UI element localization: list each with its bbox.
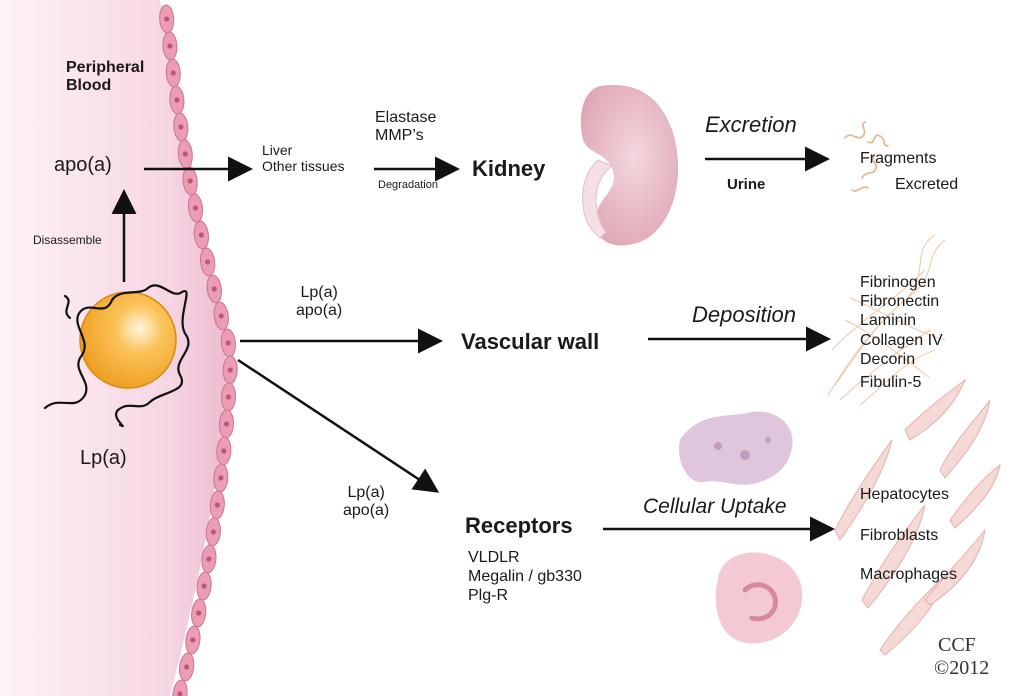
cell-nucleus: [196, 610, 201, 615]
cell-nucleus: [171, 70, 176, 75]
credit-line-2: ©2012: [934, 657, 989, 680]
excretion-label: Excretion: [705, 112, 797, 137]
lpa-label: Lp(a): [80, 447, 127, 470]
cell-nucleus: [215, 502, 220, 507]
kidney-icon: [581, 85, 678, 246]
molecule-lpa: Lp(a): [296, 284, 342, 302]
macrophage-cell-icon: [679, 412, 793, 485]
molecule-lpa: Lp(a): [343, 484, 389, 502]
cell-nucleus: [228, 367, 233, 372]
cell-nucleus: [183, 151, 188, 156]
fibroblast-cells-icon: [835, 380, 1000, 655]
macrophages-label: Macrophages: [860, 566, 957, 584]
vascular-wall-label: Vascular wall: [461, 329, 599, 354]
cell-nucleus: [199, 232, 204, 237]
enzymes-list: Elastase MMP’s: [375, 109, 436, 146]
fragments-label: Fragments: [860, 150, 936, 168]
uptake-molecules: Lp(a) apo(a): [343, 484, 389, 521]
copyright-credit: CCF ©2012: [934, 634, 989, 680]
cell-nucleus: [211, 529, 216, 534]
excreted-label: Excreted: [895, 176, 958, 194]
cell-nucleus: [206, 556, 211, 561]
deposition-label: Deposition: [692, 302, 796, 327]
hepatocytes-label: Hepatocytes: [860, 486, 949, 504]
source-liver: Liver: [262, 142, 344, 158]
cell-nucleus: [184, 664, 189, 669]
cellular-uptake-label: Cellular Uptake: [643, 495, 787, 519]
list-item: Fibulin-5: [860, 373, 943, 392]
title-line-2: Blood: [66, 77, 144, 95]
kidney-label: Kidney: [472, 156, 545, 181]
enzyme-mmps: MMP’s: [375, 127, 436, 145]
source-other-tissues: Other tissues: [262, 158, 344, 174]
disassemble-label: Disassemble: [33, 234, 102, 248]
cell-nucleus: [167, 43, 172, 48]
title-line-1: Peripheral: [66, 59, 144, 77]
matrix-protein-list: Fibrinogen Fibronectin Laminin Collagen …: [860, 273, 943, 392]
degradation-label: Degradation: [378, 179, 438, 192]
list-item: Megalin / gb330: [468, 567, 582, 586]
cell-nucleus: [201, 583, 206, 588]
cell-nucleus: [218, 475, 223, 480]
cell-nucleus: [188, 178, 193, 183]
cell-nucleus: [164, 16, 169, 21]
cell-nucleus: [226, 340, 231, 345]
receptor-list: VLDLR Megalin / gb330 Plg-R: [468, 548, 582, 606]
list-item: Collagen IV: [860, 331, 943, 350]
peripheral-blood-title: Peripheral Blood: [66, 59, 144, 96]
cell-nucleus: [219, 313, 224, 318]
cell-nucleus: [205, 259, 210, 264]
cell-nucleus: [193, 205, 198, 210]
tissue-sources: Liver Other tissues: [262, 142, 344, 174]
cell-nucleus: [178, 124, 183, 129]
list-item: VLDLR: [468, 548, 582, 567]
cell-nucleus: [190, 637, 195, 642]
lpa-to-receptors-arrow: [238, 360, 435, 490]
fibroblasts-label: Fibroblasts: [860, 527, 938, 545]
credit-line-1: CCF: [934, 634, 989, 657]
list-item: Plg-R: [468, 586, 582, 605]
cell-nucleus: [226, 394, 231, 399]
cell-nucleus: [221, 448, 226, 453]
molecule-apoa: apo(a): [343, 502, 389, 520]
cell-nucleus: [174, 97, 179, 102]
receptors-label: Receptors: [465, 513, 573, 538]
cell-nucleus: [212, 286, 217, 291]
urine-label: Urine: [727, 176, 765, 193]
enzyme-elastase: Elastase: [375, 109, 436, 127]
list-item: Laminin: [860, 311, 943, 330]
apoa-label: apo(a): [54, 154, 112, 177]
cell-nucleus: [224, 421, 229, 426]
list-item: Decorin: [860, 350, 943, 369]
molecule-apoa: apo(a): [296, 302, 342, 320]
list-item: Fibronectin: [860, 292, 943, 311]
list-item: Fibrinogen: [860, 273, 943, 292]
neutrophil-cell-icon: [716, 552, 803, 643]
deposition-molecules: Lp(a) apo(a): [296, 284, 342, 321]
